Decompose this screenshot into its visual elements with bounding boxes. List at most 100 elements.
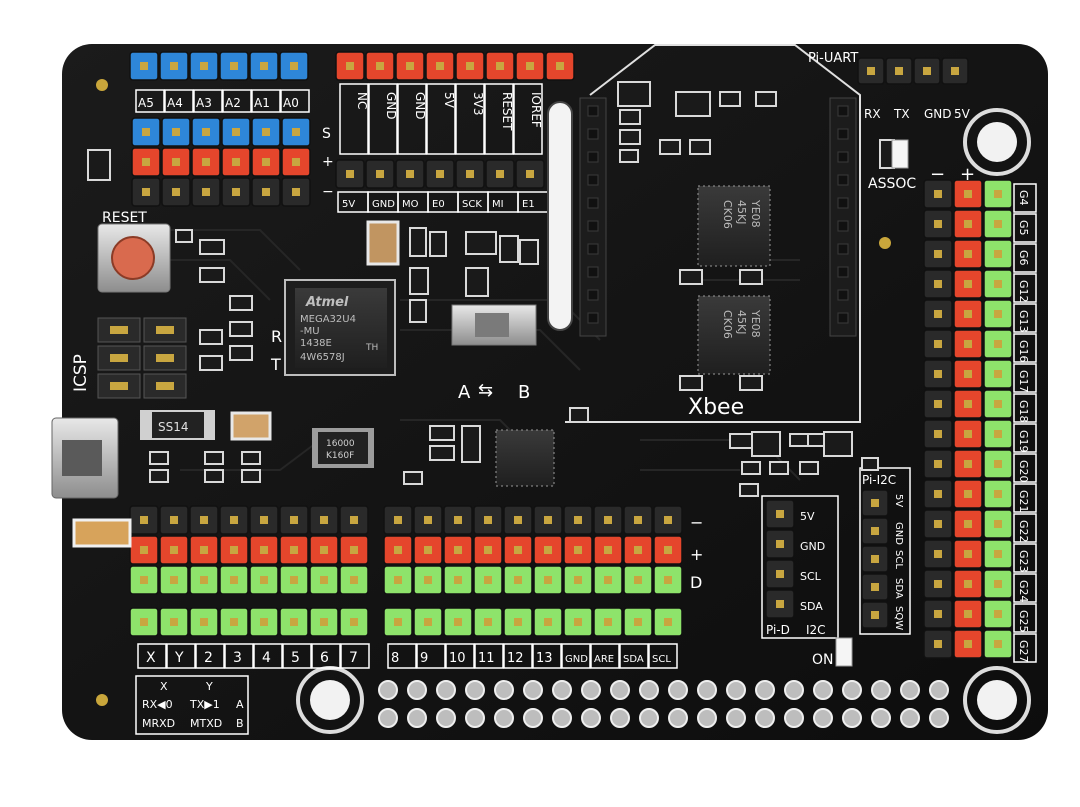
- gpio-pad: [436, 680, 456, 700]
- pin-contact: [964, 460, 972, 468]
- smd-part: [429, 425, 455, 441]
- bottom-row-minus: −: [690, 513, 703, 532]
- right-power-column[interactable]: [953, 179, 983, 659]
- smd-part: [739, 483, 759, 497]
- buffer-ic-text: CK06: [721, 310, 734, 339]
- xy-table: [135, 675, 249, 735]
- right-signal-column[interactable]: [983, 179, 1013, 659]
- xbee-socket-left[interactable]: [579, 97, 607, 337]
- pin-contact: [604, 516, 612, 524]
- right-label-box: [1013, 183, 1037, 213]
- pin-contact: [871, 527, 879, 535]
- pin-contact: [964, 490, 972, 498]
- smd-part: [199, 239, 225, 255]
- mcu-line5: TH: [365, 343, 378, 353]
- smd-part: [569, 407, 589, 423]
- pin-contact: [484, 576, 492, 584]
- smd-part: [617, 81, 651, 107]
- pin-contact: [964, 580, 972, 588]
- pin-contact: [290, 516, 298, 524]
- smd-part: [241, 451, 261, 465]
- power-header[interactable]: [335, 51, 575, 81]
- smd-part: [461, 425, 481, 463]
- smd-part: [403, 471, 423, 485]
- bottom-right-pin-row[interactable]: [383, 607, 683, 637]
- pin-contact: [142, 188, 150, 196]
- bottom-label-box: [311, 643, 341, 669]
- pin-contact: [172, 158, 180, 166]
- pin-contact: [867, 67, 875, 75]
- pin-contact: [964, 340, 972, 348]
- bottom-left-signal-row[interactable]: [129, 565, 369, 595]
- pi-uart-header[interactable]: [857, 57, 969, 85]
- gpio-pad: [494, 680, 514, 700]
- on-led: [835, 637, 853, 667]
- pin-contact: [934, 220, 942, 228]
- pin-contact: [320, 516, 328, 524]
- power-label: 5V: [442, 92, 456, 109]
- pin-contact: [994, 190, 1002, 198]
- right-ground-column[interactable]: [923, 179, 953, 659]
- gpio-pad: [407, 680, 427, 700]
- pin-contact: [634, 546, 642, 554]
- buffer-ic-2: YE08 45KJ CK06: [697, 295, 771, 375]
- slide-switch[interactable]: [451, 304, 537, 346]
- gpio-pad: [755, 680, 775, 700]
- gpio-pad: [378, 708, 398, 728]
- pi-d-header[interactable]: [765, 499, 795, 619]
- analog-label: A2: [225, 96, 241, 110]
- reset-button[interactable]: [97, 223, 171, 293]
- right-label-box: [1013, 303, 1037, 333]
- pin-contact: [934, 190, 942, 198]
- bottom-left-label: 7: [349, 650, 358, 666]
- buffer-ic-text: 45KJ: [735, 310, 748, 334]
- isp-header[interactable]: [335, 159, 545, 189]
- signal-row-s[interactable]: [131, 117, 311, 147]
- pin-contact: [200, 62, 208, 70]
- pin-contact: [994, 370, 1002, 378]
- pin-contact: [994, 640, 1002, 648]
- analog-header-top[interactable]: [129, 51, 309, 81]
- bottom-right-ground-row[interactable]: [383, 505, 683, 535]
- smd-part: [429, 445, 455, 461]
- gpio-pad: [726, 708, 746, 728]
- bottom-right-power-row[interactable]: [383, 535, 683, 565]
- via-left: [96, 694, 108, 706]
- right-header-label: G18: [1017, 400, 1030, 423]
- bottom-left-power-row[interactable]: [129, 535, 369, 565]
- pin-contact: [574, 576, 582, 584]
- power-label: RESET: [500, 92, 514, 131]
- pin-contact: [934, 550, 942, 558]
- power-row-plus[interactable]: [131, 147, 311, 177]
- micro-usb-port[interactable]: [51, 417, 119, 499]
- ground-row-minus[interactable]: [131, 177, 311, 207]
- bottom-left-pin-row[interactable]: [129, 607, 369, 637]
- raspberry-pi-gpio-pads: [378, 680, 949, 728]
- bottom-right-label: SDA: [623, 654, 644, 665]
- pin-contact: [934, 580, 942, 588]
- right-header-label: G20: [1017, 460, 1030, 483]
- gpio-pad: [842, 680, 862, 700]
- pin-contact: [202, 128, 210, 136]
- pin-contact: [292, 188, 300, 196]
- right-label-box: [1013, 423, 1037, 453]
- pin-contact: [994, 400, 1002, 408]
- icsp-header[interactable]: [97, 317, 187, 399]
- power-label-box: [455, 83, 485, 155]
- smd-part: [499, 235, 519, 263]
- pi-i2c-header[interactable]: [861, 489, 889, 629]
- isp-label: E1: [522, 199, 535, 210]
- bottom-right-signal-row[interactable]: [383, 565, 683, 595]
- pin-contact: [320, 546, 328, 554]
- pin-contact: [200, 618, 208, 626]
- right-label-box: [1013, 603, 1037, 633]
- bottom-label-box: [282, 643, 312, 669]
- xbee-socket-right[interactable]: [829, 97, 857, 337]
- gpio-pad: [639, 680, 659, 700]
- smd-part: [87, 149, 111, 181]
- smd-part: [789, 433, 809, 447]
- pin-contact: [994, 520, 1002, 528]
- bottom-right-label: 9: [420, 651, 428, 666]
- icsp-pin-contact: [156, 354, 174, 362]
- xbee-socket-hole: [837, 174, 849, 186]
